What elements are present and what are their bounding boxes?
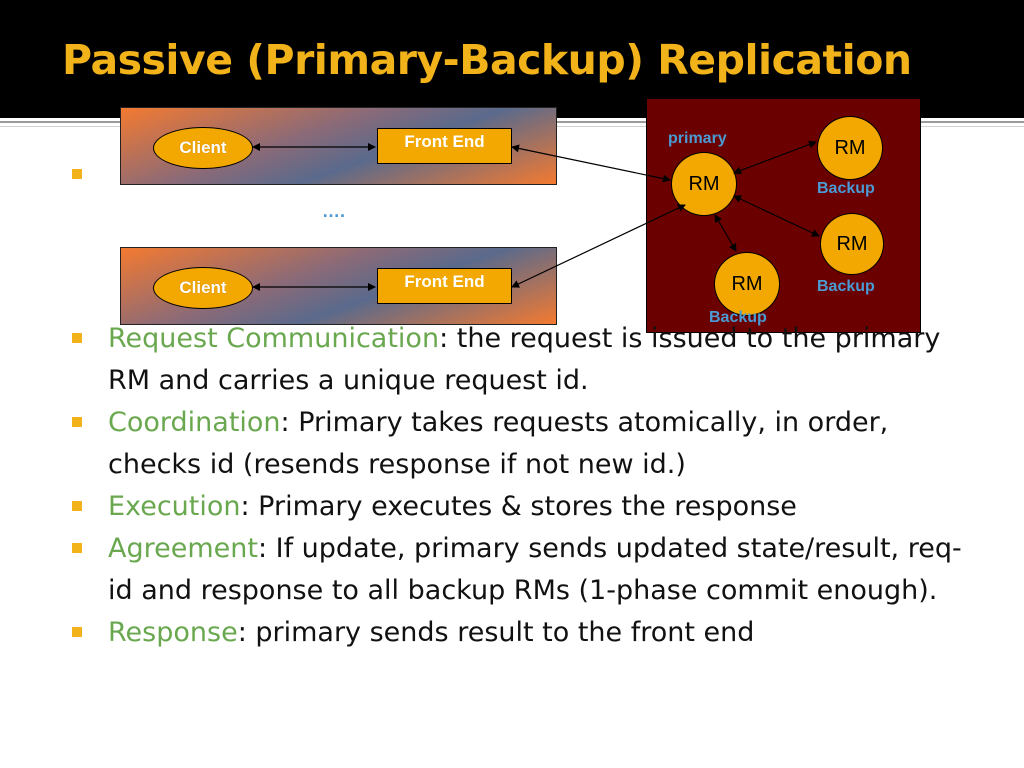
ellipsis: …. <box>322 201 346 221</box>
rm-backup-2-label: RM <box>836 232 868 255</box>
bullet-item-agreement: Agreement: If update, primary sends upda… <box>72 528 972 612</box>
front-end-node-1: Front End <box>377 128 512 164</box>
bullet-item-execution: Execution: Primary executes & stores the… <box>72 486 972 528</box>
bullet-marker <box>72 543 82 553</box>
rm-backup-1: RM <box>817 116 883 180</box>
rm-primary-label: RM <box>688 172 720 195</box>
primary-label: primary <box>668 130 727 147</box>
empty-bullet-marker <box>72 169 82 179</box>
bullet-item-request: Request Communication: the request is is… <box>72 318 972 402</box>
client-node-1-label: Client <box>179 138 227 157</box>
bullet-term: Request Communication <box>108 323 440 354</box>
bullet-marker <box>72 333 82 343</box>
bullet-term: Response <box>108 617 238 648</box>
bullet-term: Coordination <box>108 407 281 438</box>
front-end-node-2-label: Front End <box>404 272 485 291</box>
bullet-list: Request Communication: the request is is… <box>72 318 972 654</box>
bullet-marker <box>72 417 82 427</box>
client-node-1: Client <box>153 127 253 169</box>
bullet-text: : If update, primary sends updated state… <box>108 533 962 606</box>
rm-backup-1-label: RM <box>834 136 866 159</box>
rm-primary: RM <box>671 152 737 216</box>
client-node-2: Client <box>153 267 253 309</box>
bullet-term: Execution <box>108 491 241 522</box>
bullet-text: : Primary takes requests atomically, in … <box>108 407 889 480</box>
front-end-node-1-label: Front End <box>404 132 485 151</box>
rm-backup-3: RM <box>714 252 780 316</box>
rm-backup-2: RM <box>820 213 884 275</box>
bullet-text: : Primary executes & stores the response <box>240 491 797 522</box>
rm-backup-1-caption: Backup <box>817 180 875 197</box>
bullet-text: : primary sends result to the front end <box>237 617 755 648</box>
bullet-marker <box>72 501 82 511</box>
bullet-item-response: Response: primary sends result to the fr… <box>72 612 972 654</box>
bullet-item-coordination: Coordination: Primary takes requests ato… <box>72 402 972 486</box>
bullet-term: Agreement <box>108 533 258 564</box>
rm-backup-2-caption: Backup <box>817 278 875 295</box>
rm-backup-3-label: RM <box>731 272 763 295</box>
client-node-2-label: Client <box>179 278 227 297</box>
rm-backup-3-caption: Backup <box>709 309 767 326</box>
bullet-marker <box>72 627 82 637</box>
bullet-text: : the request is issued to the primary R… <box>108 323 941 396</box>
front-end-node-2: Front End <box>377 268 512 304</box>
slide-title: Passive (Primary-Backup) Replication <box>62 36 912 84</box>
